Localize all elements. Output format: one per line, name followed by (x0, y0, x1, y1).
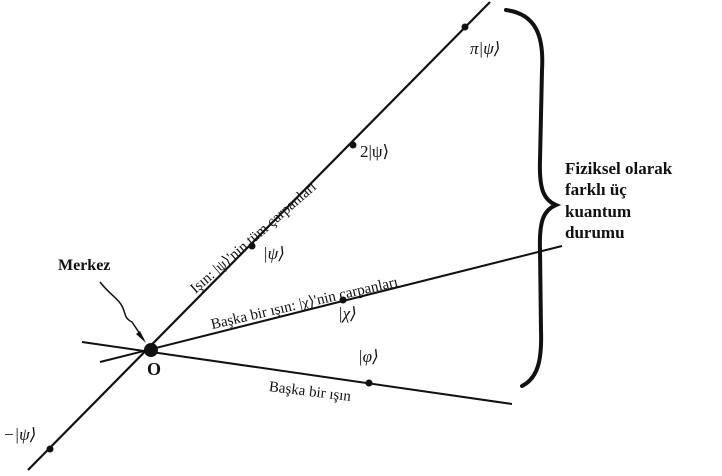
point-pi-psi (461, 23, 469, 31)
grouping-brace (504, 8, 562, 388)
point-phi (365, 379, 373, 387)
three-states-caption: Fiziksel olarak farklı üç kuantum durumu (565, 158, 672, 243)
point-two-psi (349, 141, 357, 149)
chi-label: |χ⟩ (338, 304, 357, 323)
center-dot (144, 343, 158, 357)
merkez-pointer-head (136, 331, 146, 343)
caption-line: Fiziksel olarak (565, 159, 673, 178)
psi-ray-line (27, 1, 491, 471)
psi-label: |ψ⟩ (263, 244, 285, 263)
origin-mark: O (147, 359, 162, 379)
caption-line: kuantum (565, 201, 632, 221)
point-neg-psi (46, 445, 54, 453)
phi-label: |φ⟩ (358, 347, 379, 366)
caption-line: durumu (565, 222, 625, 242)
two-psi-label: 2|ψ⟩ (360, 142, 390, 161)
neg-psi-label: −|ψ⟩ (3, 425, 37, 444)
chi-ray-line (99, 245, 563, 363)
merkez-pointer-arrow (99, 281, 145, 341)
center-label: Merkez (58, 257, 111, 274)
pi-psi-label: π|ψ⟩ (470, 39, 501, 58)
point-psi (248, 242, 256, 250)
caption-line: farklı üç (565, 180, 627, 200)
point-chi (339, 296, 347, 304)
